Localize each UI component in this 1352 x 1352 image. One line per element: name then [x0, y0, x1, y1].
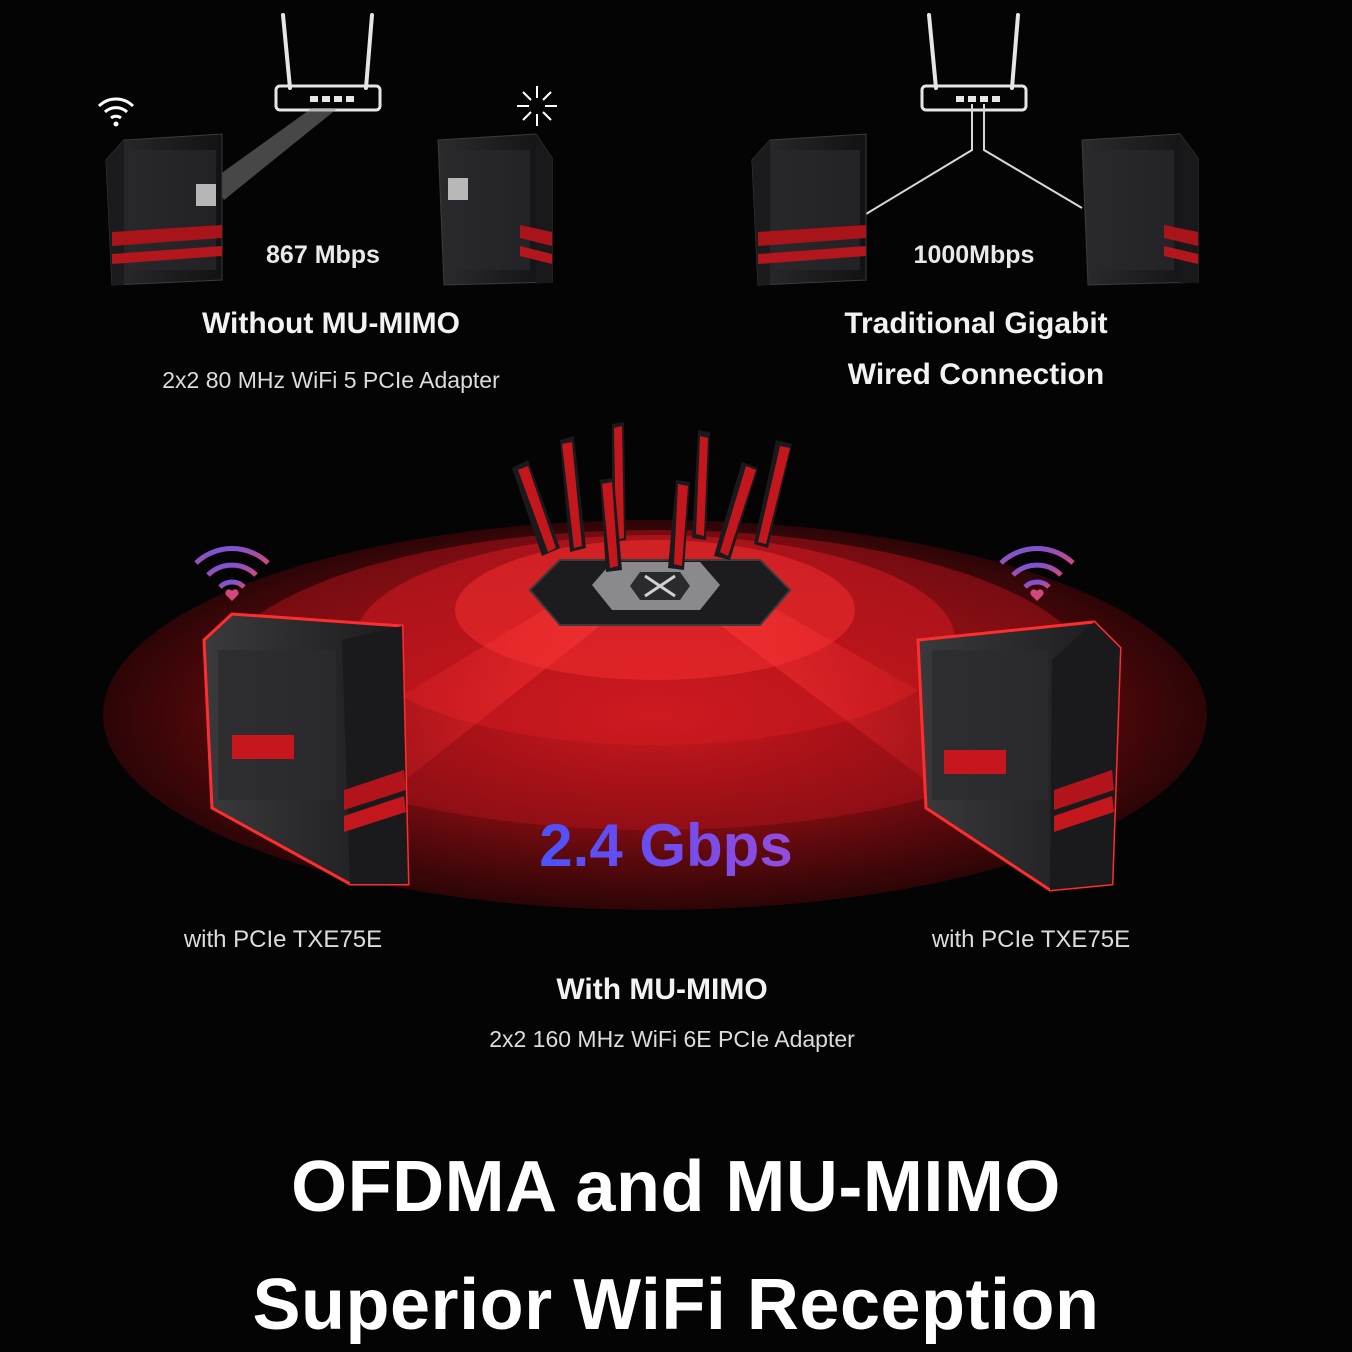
signal-beam-left — [395, 600, 620, 780]
with-mumimo-title: With MU-MIMO — [556, 973, 768, 1006]
pc-tower-icon — [105, 133, 223, 286]
right-adapter-label: with PCIe TXE75E — [931, 926, 1131, 953]
wired-title-line2: Wired Connection — [847, 358, 1105, 391]
gaming-router-icon — [512, 422, 792, 626]
left-adapter-label: with PCIe TXE75E — [183, 926, 383, 953]
wifi-heart-icon — [194, 546, 270, 601]
router-icon — [920, 13, 1028, 112]
pc-tower-icon — [916, 620, 1122, 892]
without-mumimo-subtitle: 2x2 80 MHz WiFi 5 PCIe Adapter — [162, 367, 500, 393]
router-icon — [274, 13, 382, 112]
pc-tower-icon — [1081, 133, 1199, 286]
wifi-icon — [97, 97, 135, 127]
headline-line2: Superior WiFi Reception — [252, 1265, 1100, 1345]
signal-beam-right — [700, 600, 935, 780]
headline-line1: OFDMA and MU-MIMO — [291, 1147, 1061, 1227]
no-signal-icon — [517, 86, 557, 126]
pc-tower-icon — [437, 133, 553, 286]
without-mumimo-title: Without MU-MIMO — [202, 307, 460, 340]
pc-tower-icon — [751, 133, 867, 286]
wifi5-speed-label: 867 Mbps — [266, 241, 380, 269]
wired-title-line1: Traditional Gigabit — [844, 307, 1108, 340]
wired-speed-label: 1000Mbps — [913, 241, 1035, 269]
mumimo-speed-label: 2.4 Gbps — [476, 816, 856, 876]
with-mumimo-subtitle: 2x2 160 MHz WiFi 6E PCIe Adapter — [489, 1026, 855, 1052]
wifi-heart-icon — [999, 546, 1075, 601]
pc-tower-icon — [202, 612, 410, 886]
